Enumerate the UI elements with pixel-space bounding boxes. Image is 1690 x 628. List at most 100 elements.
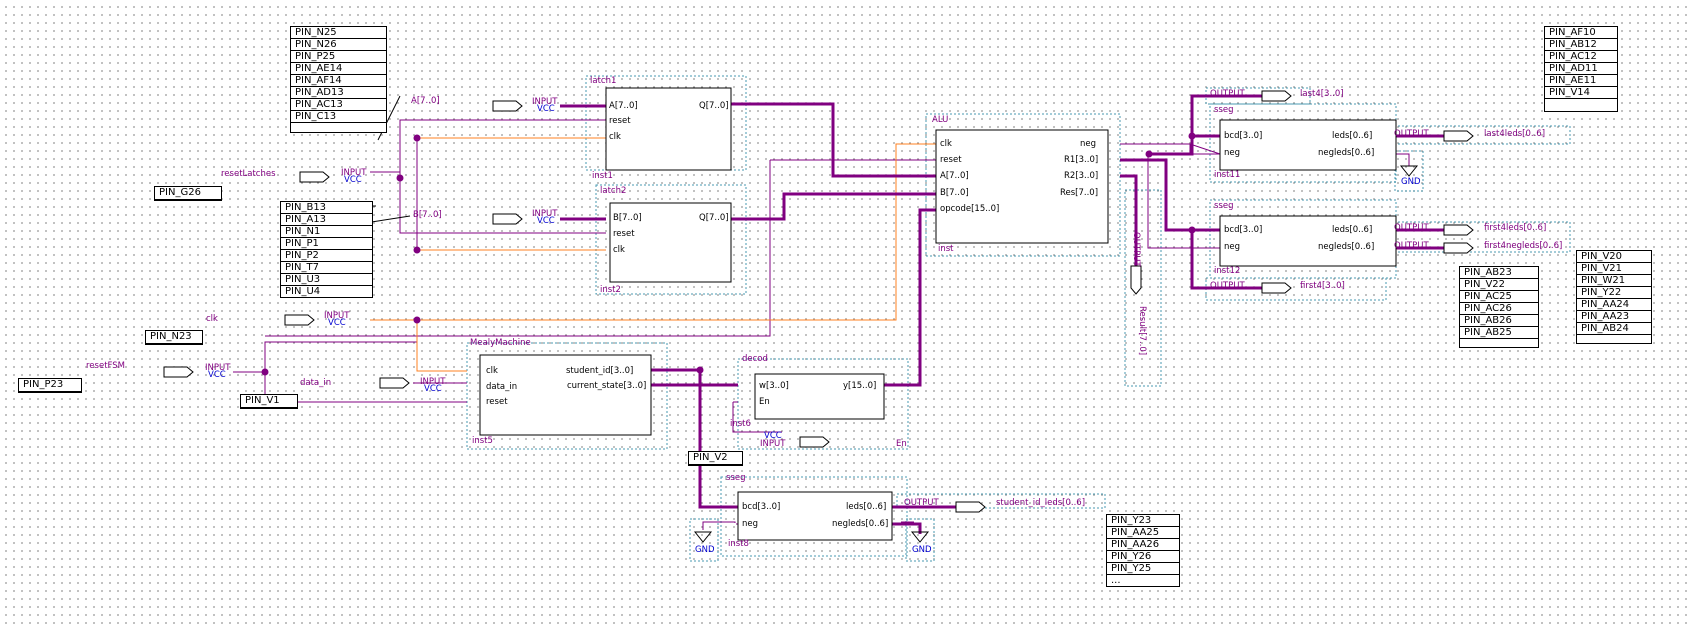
sseg8-leds-port: leds[0..6] [846, 502, 887, 512]
pin-table-mid: PIN_B13 PIN_A13 PIN_N1 PIN_P1 PIN_P2 PIN… [280, 201, 373, 298]
pin-row: PIN_N1 [281, 226, 372, 238]
alu-name: ALU [932, 115, 949, 125]
sseg8-negleds-port: negleds[0..6] [832, 519, 889, 529]
first4-label: first4[3..0] [1300, 281, 1345, 291]
gnd-label: GND [1401, 177, 1421, 187]
first4leds-output-pin [1443, 224, 1474, 236]
vcc-tag: VCC [208, 370, 226, 380]
pin-table-right-far: PIN_V20 PIN_V21 PIN_W21 PIN_Y22 PIN_AA24… [1576, 250, 1652, 344]
decod-en-port: En [759, 397, 770, 407]
b-input-pin [492, 213, 523, 225]
mealy-studentid-port: student_id[3..0] [566, 366, 634, 376]
alu-a-port: A[7..0] [940, 171, 969, 181]
pin-row: PIN_T7 [281, 262, 372, 274]
sseg11-name: sseg [1214, 105, 1234, 115]
alu-reset-port: reset [940, 155, 962, 165]
pin-row: PIN_AA25 [1107, 527, 1179, 539]
pin-row [1460, 339, 1538, 347]
mealy-datain-port: data_in [486, 382, 518, 392]
vcc-tag: VCC [764, 431, 782, 441]
alu-opcode-port: opcode[15..0] [940, 204, 1000, 214]
pin-table-right-top: PIN_AF10 PIN_AB12 PIN_AC12 PIN_AD11 PIN_… [1544, 26, 1618, 112]
first4leds-label: first4leds[0..6] [1484, 223, 1547, 233]
pin-row: PIN_N26 [291, 39, 386, 51]
alu-inst: inst [938, 244, 954, 254]
output-tag: OUTPUT [1394, 223, 1429, 233]
latch1-inst: inst1 [592, 171, 613, 181]
pin-row: PIN_N25 [291, 27, 386, 39]
pin-row: PIN_AC26 [1460, 303, 1538, 315]
mealy-frame [466, 342, 668, 450]
vcc-tag: VCC [537, 216, 555, 226]
en-label: En [896, 439, 907, 449]
a-input-label: A[7..0] [411, 96, 440, 106]
sseg11-neg-port: neg [1224, 148, 1241, 158]
latch2-name: latch2 [600, 186, 627, 196]
alu-r2-port: R2[3..0] [1064, 171, 1099, 181]
vcc-tag: VCC [328, 318, 346, 328]
sseg12-negleds-port: negleds[0..6] [1318, 242, 1375, 252]
pin-row: PIN_AB24 [1577, 323, 1651, 335]
resetfsm-label: resetFSM [86, 361, 125, 371]
clk-label: clk [206, 314, 218, 324]
pin-g26: PIN_G26 [154, 186, 222, 201]
pin-row [291, 123, 386, 132]
latch2-b-port: B[7..0] [613, 213, 642, 223]
pin-row: PIN_U4 [285, 286, 321, 297]
sidleds-frame [896, 493, 1106, 509]
student-id-leds-label: student_id_leds[0..6] [996, 498, 1086, 508]
sseg12-bcd-port: bcd[3..0] [1224, 225, 1263, 235]
mealy-inst: inst5 [472, 436, 493, 446]
pin-row: PIN_U3 [281, 274, 372, 286]
latch2-frame [595, 184, 747, 295]
latch1-q-port: Q[7..0] [699, 101, 729, 111]
latch1-a-port: A[7..0] [609, 101, 638, 111]
alu-res-port: Res[7..0] [1060, 188, 1099, 198]
pin-row: PIN_AE14 [291, 63, 386, 75]
pin-row: PIN_P2 [281, 250, 372, 262]
resetlatches-label: resetLatches [221, 169, 276, 179]
pin-row: PIN_A13 [281, 214, 372, 226]
gnd-frame-1 [689, 518, 719, 562]
last4-label: last4[3..0] [1300, 89, 1344, 99]
pin-row: PIN_Y26 [1107, 551, 1179, 563]
sseg8-neg-port: neg [742, 519, 759, 529]
sseg12-neg-port: neg [1224, 242, 1241, 252]
pin-row: PIN_AA24 [1577, 299, 1651, 311]
decod-inst: inst6 [730, 419, 751, 429]
pin-row: PIN_P1 [281, 238, 372, 250]
output-tag: OUTPUT [1394, 129, 1429, 139]
last4leds-label: last4leds[0..6] [1484, 129, 1546, 139]
pin-row: PIN_AF14 [291, 75, 386, 87]
input-tag: INPUT [760, 439, 786, 449]
pin-row: PIN_P25 [291, 51, 386, 63]
pin-row: PIN_AA26 [1107, 539, 1179, 551]
sseg8-name: sseg [726, 473, 746, 483]
pin-row: PIN_AB12 [1545, 39, 1617, 51]
output-tag: OUTPUT [1210, 89, 1245, 99]
pin-row: PIN_Y25 [1107, 563, 1179, 575]
pin-row: ... [1111, 575, 1121, 586]
sidleds-output-pin [955, 501, 986, 513]
sseg11-leds-port: leds[0..6] [1332, 131, 1373, 141]
result-label: Result[7..0] [1137, 306, 1147, 356]
pin-row: PIN_V14 [1545, 87, 1617, 99]
input-tag: INPUT [205, 363, 231, 373]
pin-row: PIN_W21 [1577, 275, 1651, 287]
pin-row: PIN_Y23 [1107, 515, 1179, 527]
sseg12-name: sseg [1214, 201, 1234, 211]
output-tag: OUTPUT [1394, 241, 1429, 251]
pin-table-top: PIN_N25 PIN_N26 PIN_P25 PIN_AE14 PIN_AF1… [290, 26, 387, 133]
pin-table-bottom: PIN_Y23 PIN_AA25 PIN_AA26 PIN_Y26 PIN_Y2… [1106, 514, 1180, 587]
sseg11-inst: inst11 [1214, 170, 1241, 180]
resetlatches-input-pin [299, 171, 330, 183]
sseg8-inst: inst8 [728, 539, 749, 549]
mealy-name: MealyMachine [470, 338, 531, 348]
alu-neg-port: neg [1080, 139, 1097, 149]
sseg11-bcd-port: bcd[3..0] [1224, 131, 1263, 141]
pin-v2: PIN_V2 [688, 451, 743, 466]
pin-row: PIN_AF10 [1545, 27, 1617, 39]
pin-row: PIN_B13 [281, 202, 372, 214]
input-tag: INPUT [420, 377, 446, 387]
